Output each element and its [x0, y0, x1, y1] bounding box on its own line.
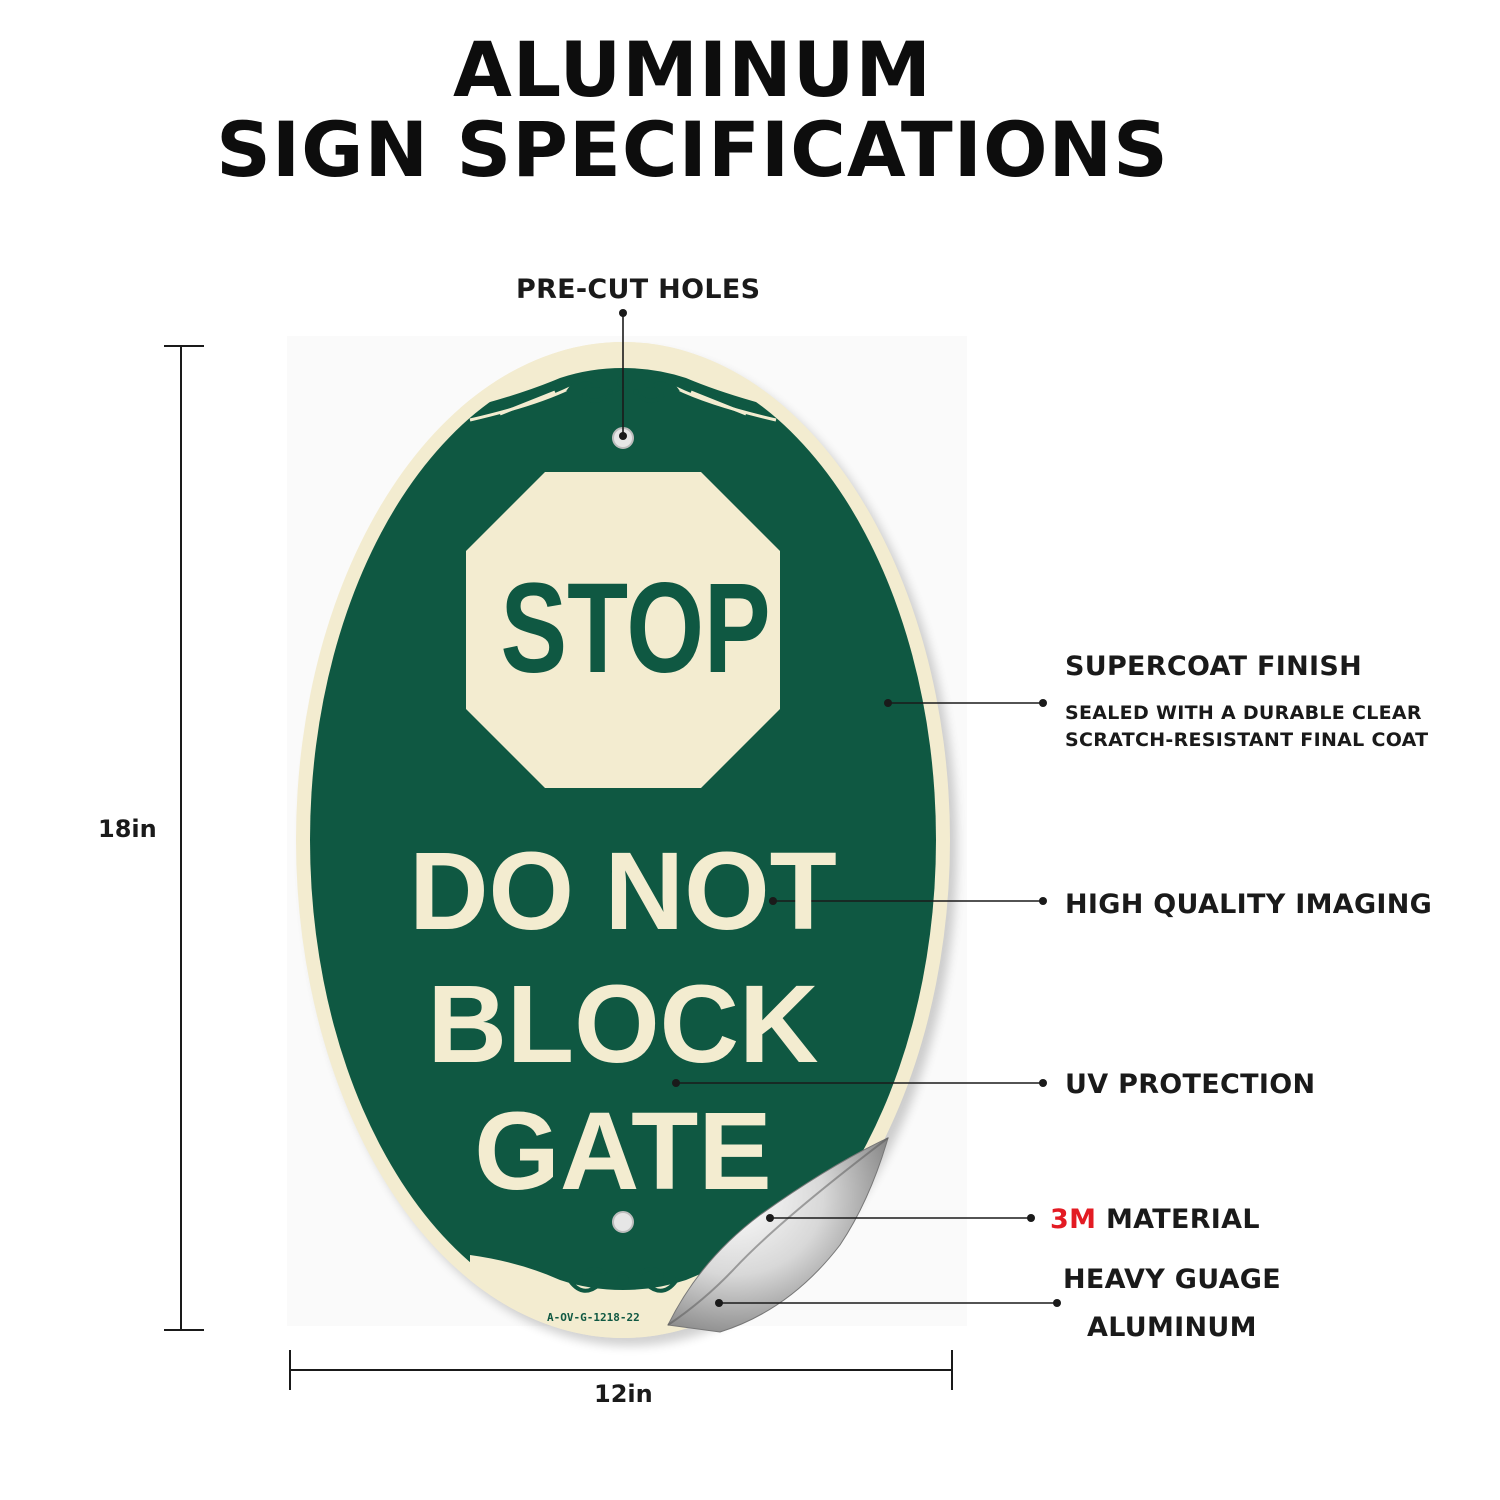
brand-3m-text: 3M [1050, 1204, 1097, 1235]
peel-corner [667, 1137, 889, 1333]
page-title-line-2: SIGN SPECIFICATIONS [216, 105, 1169, 194]
stop-text: STOP [500, 557, 771, 700]
product-code: A-OV-G-1218-22 [547, 1311, 640, 1324]
flourish-top-icon [566, 376, 680, 403]
leader-lines [619, 309, 1061, 1307]
sign-message-line-2: BLOCK [427, 963, 819, 1086]
width-label: 12in [594, 1380, 653, 1408]
supercoat-desc-2: SCRATCH-RESISTANT FINAL COAT [1065, 729, 1429, 751]
width-dimension [289, 1350, 953, 1390]
uv-label: UV PROTECTION [1065, 1069, 1316, 1100]
height-label: 18in [98, 815, 157, 843]
material-label: 3M MATERIAL [1050, 1204, 1260, 1235]
flourish-bottom-icon [566, 1267, 680, 1293]
page-title-line-1: ALUMINUM [452, 25, 933, 114]
sign-message-line-1: DO NOT [409, 830, 837, 953]
stop-octagon [466, 472, 780, 788]
supercoat-title: SUPERCOAT FINISH [1065, 651, 1363, 682]
supercoat-desc-1: SEALED WITH A DURABLE CLEAR [1065, 702, 1422, 724]
bottom-hole [612, 1211, 634, 1233]
height-dimension [164, 345, 204, 1331]
imaging-label: HIGH QUALITY IMAGING [1065, 889, 1433, 920]
aluminum-label-2: ALUMINUM [1087, 1312, 1257, 1343]
aluminum-label-1: HEAVY GUAGE [1063, 1264, 1282, 1295]
material-text: MATERIAL [1096, 1204, 1260, 1235]
precut-holes-label: PRE-CUT HOLES [516, 274, 761, 305]
sign-message-line-3: GATE [474, 1090, 772, 1213]
